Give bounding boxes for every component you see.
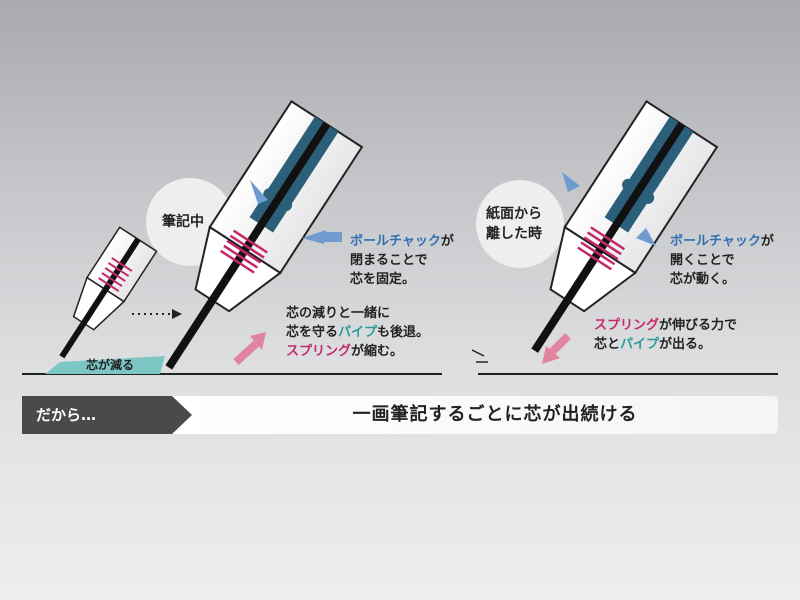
- small-pencil: [59, 226, 158, 359]
- spring-term: スプリング: [594, 318, 660, 333]
- right-spring-text: スプリングが伸びる力で 芯とパイプが出る。: [594, 318, 738, 352]
- lead-worn-area: [45, 356, 165, 374]
- blue-arrow-icon: [250, 180, 268, 204]
- blue-arrow-icon: [636, 228, 656, 246]
- right-pencil: [531, 99, 719, 353]
- banner-message: 一画筆記するごとに芯が出続ける: [172, 396, 778, 434]
- right-chuck-text: ボールチャックが 開くことで 芯が動く。: [670, 234, 774, 287]
- spring-term: スプリング: [286, 344, 352, 359]
- right-bubble-label: 紙面から 離した時: [486, 206, 542, 242]
- left-bubble-label: 筆記中: [162, 214, 204, 230]
- pipe-term: パイプ: [338, 325, 378, 340]
- banner-label: だから…: [22, 396, 192, 434]
- motion-marks: [471, 349, 488, 363]
- left-chuck-text: ボールチャックが 閉まることで 芯を固定。: [350, 234, 454, 287]
- right-bubble: [476, 180, 564, 268]
- pipe-term: パイプ: [620, 337, 660, 352]
- ball-chuck-term: ボールチャック: [350, 234, 441, 249]
- left-pencil: [165, 99, 364, 370]
- ball-chuck-term: ボールチャック: [670, 234, 761, 249]
- summary-banner: 一画筆記するごとに芯が出続ける だから…: [22, 396, 778, 434]
- blue-arrow-icon: [562, 172, 580, 192]
- lead-worn-label: 芯が減る: [86, 358, 135, 372]
- pink-arrow-icon: [233, 332, 266, 365]
- left-pipe-text: 芯の減りと一緒に 芯を守るパイプも後退。 スプリングが縮む。: [286, 306, 430, 359]
- blue-arrow-icon: [302, 230, 326, 244]
- pink-arrow-icon: [542, 333, 571, 364]
